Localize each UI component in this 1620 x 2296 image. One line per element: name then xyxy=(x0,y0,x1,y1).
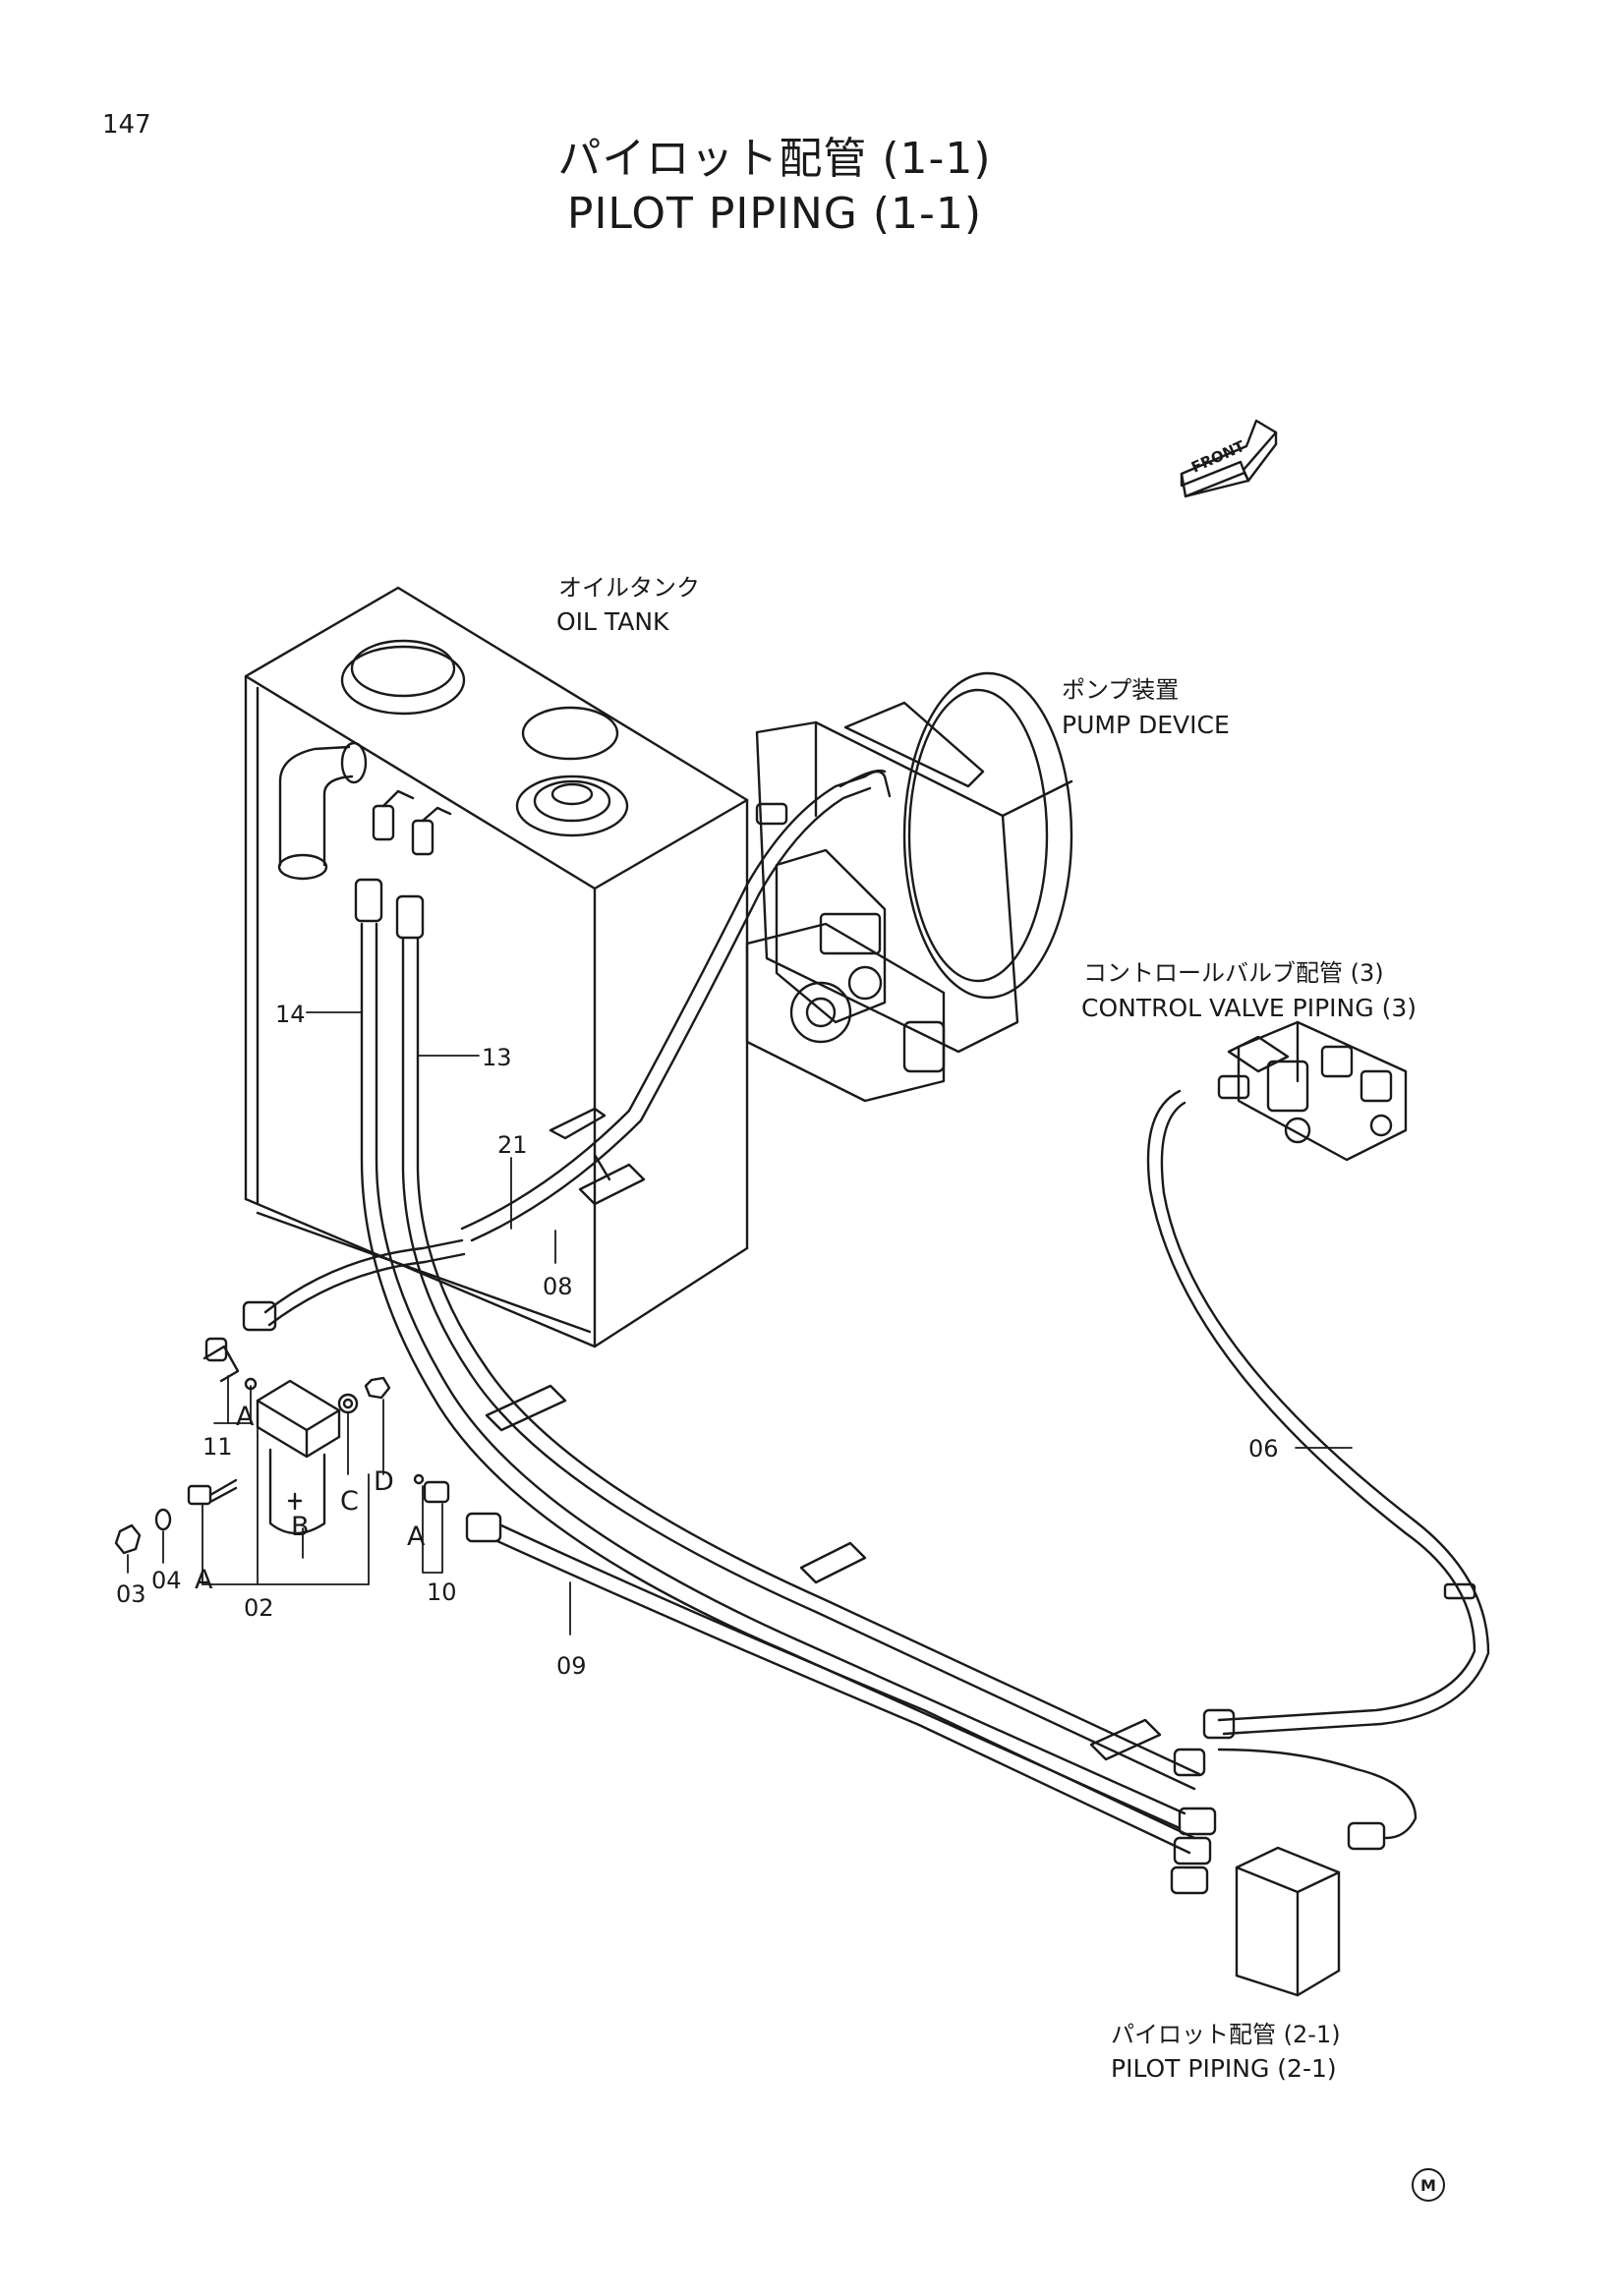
part-number-04: 04 xyxy=(151,1567,182,1594)
letter-a-top: A xyxy=(236,1402,255,1432)
hose-clamps xyxy=(485,1384,1162,1761)
part-number-06: 06 xyxy=(1248,1435,1279,1463)
hose-08 xyxy=(460,769,887,1242)
oil-tank-label-jp: オイルタンク xyxy=(558,574,700,602)
letter-a-right: A xyxy=(407,1521,426,1552)
leader-lines xyxy=(127,1011,1353,1636)
letter-a-left: A xyxy=(195,1565,213,1595)
part-number-08: 08 xyxy=(543,1273,573,1300)
clamp-21 xyxy=(549,1107,646,1206)
control-valve-piping-label-jp: コントロールバルブ配管 (3) xyxy=(1083,959,1384,987)
part-number-13: 13 xyxy=(482,1044,512,1071)
front-arrow-icon xyxy=(1180,419,1278,498)
title-english: PILOT PIPING (1-1) xyxy=(566,189,983,239)
pump-device-label-en: PUMP DEVICE xyxy=(1062,711,1230,739)
pilot-block xyxy=(1170,1807,1386,1997)
letter-b: B xyxy=(291,1512,310,1542)
part-number-21: 21 xyxy=(497,1131,528,1159)
manufacturer-logo: M xyxy=(1412,2168,1445,2202)
part-number-10: 10 xyxy=(427,1578,457,1606)
oil-tank xyxy=(244,586,749,1349)
control-valve xyxy=(1217,1020,1408,1162)
part-number-11: 11 xyxy=(202,1433,233,1461)
page-number: 147 xyxy=(102,110,151,140)
filter-assembly xyxy=(114,1337,450,1555)
hose-14-and-13 xyxy=(354,878,1201,1830)
part-number-09: 09 xyxy=(556,1652,587,1680)
control-valve-piping-label-en: CONTROL VALVE PIPING (3) xyxy=(1081,994,1417,1022)
letter-d: D xyxy=(374,1466,394,1497)
title-japanese: パイロット配管 (1-1) xyxy=(557,134,992,184)
pilot-piping-2-1-label-en: PILOT PIPING (2-1) xyxy=(1111,2054,1337,2083)
pump-device-label-jp: ポンプ装置 xyxy=(1062,676,1180,704)
pilot-piping-2-1-label-jp: パイロット配管 (2-1) xyxy=(1111,2021,1341,2048)
hose-09 xyxy=(242,1238,1196,1855)
hose-06 xyxy=(1146,1089,1490,1840)
part-number-14: 14 xyxy=(275,1001,306,1028)
letter-c: C xyxy=(340,1486,359,1517)
oil-tank-label-en: OIL TANK xyxy=(556,607,669,636)
part-number-03: 03 xyxy=(116,1580,146,1608)
pump-device xyxy=(745,671,1073,1103)
part-number-02: 02 xyxy=(244,1594,274,1622)
